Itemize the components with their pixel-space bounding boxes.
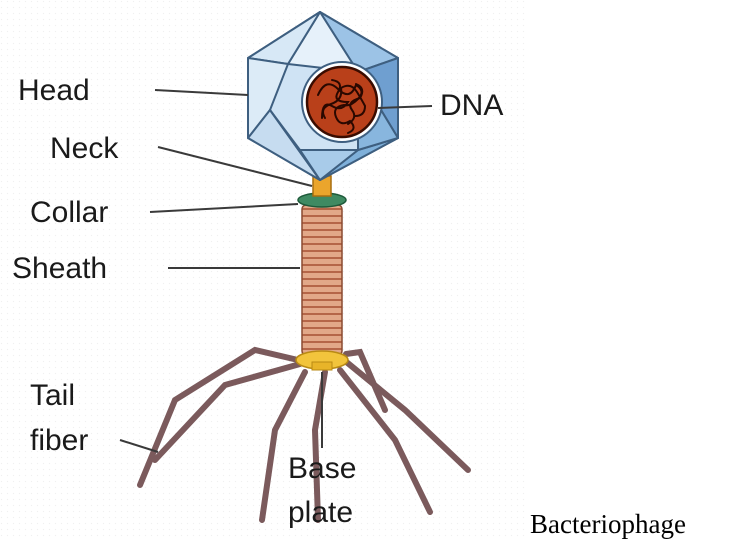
collar-label: Collar [30,196,108,229]
dna-label: DNA [440,89,503,122]
head-label: Head [18,74,90,107]
tail-fiber-label-line1: Tail [30,379,75,412]
neck-label: Neck [50,132,119,165]
base-plate-label-line1: Base [288,452,356,485]
sheath-label: Sheath [12,252,107,285]
dna-core [302,62,382,142]
base-plate [296,351,348,370]
figure-caption: Bacteriophage [530,509,686,539]
sheath [302,205,342,355]
base-plate-label-line2: plate [288,496,353,529]
tail-fiber-label-line2: fiber [30,424,88,457]
